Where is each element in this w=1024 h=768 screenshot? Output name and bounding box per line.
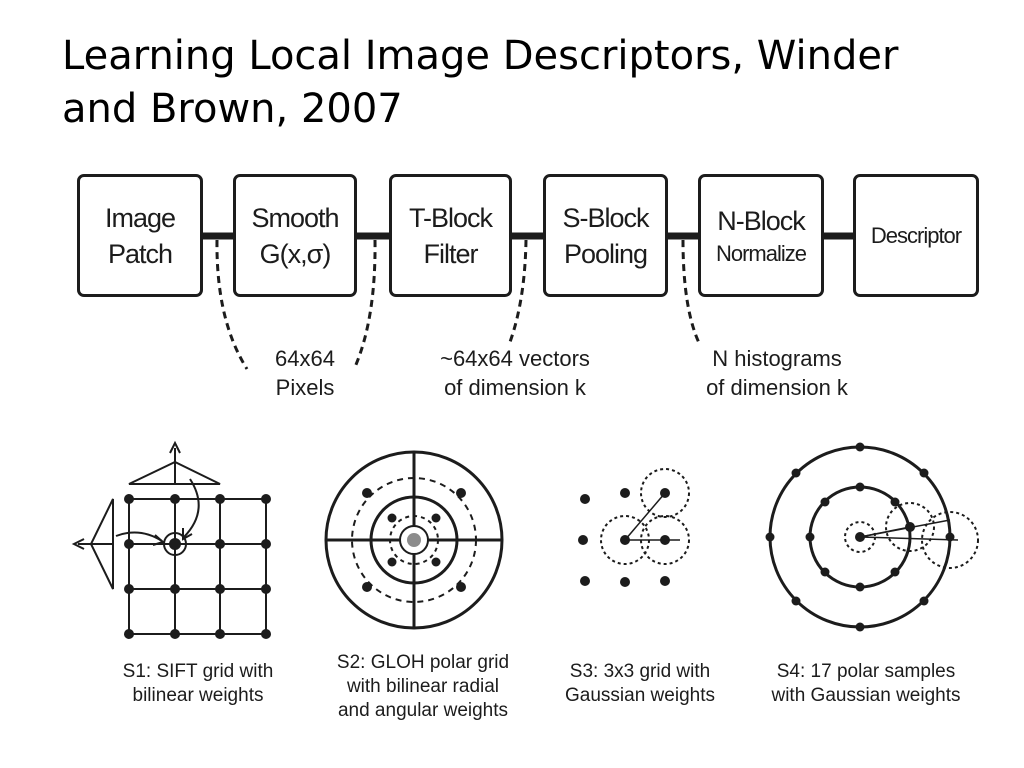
leader-vectors bbox=[508, 239, 528, 343]
block-n-block-normalize: N-Block Normalize bbox=[698, 174, 824, 297]
block-s-block-line-1: S-Block bbox=[562, 202, 649, 233]
slide-title-line-1: Learning Local Image Descriptors, Winder bbox=[62, 33, 899, 79]
block-n-block-line-1: N-Block bbox=[717, 205, 806, 236]
annotation-pixels: 64x64 Pixels bbox=[240, 344, 370, 402]
leader-pixels-left bbox=[215, 239, 249, 370]
annotation-pixels-line-2: Pixels bbox=[275, 375, 335, 400]
block-image-patch-line-1: Image bbox=[104, 202, 176, 233]
block-t-block-filter: T-Block Filter bbox=[389, 174, 512, 297]
annotation-vectors-line-1: ~64x64 vectors bbox=[440, 346, 590, 371]
slide-title: Learning Local Image Descriptors, Winder… bbox=[62, 30, 982, 136]
leader-pixels-right bbox=[353, 239, 377, 368]
block-t-block-line-2: Filter bbox=[423, 238, 479, 269]
s1-sift-grid-figure bbox=[71, 440, 271, 639]
s3-gaussian-grid-figure bbox=[578, 468, 690, 587]
block-s-block-line-2: Pooling bbox=[563, 238, 648, 269]
caption-s4: S4: 17 polar samples with Gaussian weigh… bbox=[748, 660, 984, 708]
caption-s1: S1: SIFT grid with bilinear weights bbox=[100, 660, 296, 708]
caption-s4-line-1: S4: 17 polar samples bbox=[776, 661, 956, 682]
s4-polar-samples-figure bbox=[765, 442, 979, 632]
caption-s2-line-1: S2: GLOH polar grid bbox=[336, 652, 510, 673]
s2-gloh-polar-figure bbox=[324, 450, 504, 630]
caption-s1-line-1: S1: SIFT grid with bbox=[122, 661, 274, 682]
block-image-patch-line-2: Patch bbox=[107, 238, 173, 269]
caption-s3: S3: 3x3 grid with Gaussian weights bbox=[544, 660, 736, 708]
block-smooth-line-1: Smooth bbox=[251, 202, 339, 233]
block-image-patch: Image Patch bbox=[77, 174, 203, 297]
caption-s3-line-2: Gaussian weights bbox=[565, 685, 715, 706]
caption-s2: S2: GLOH polar grid with bilinear radial… bbox=[318, 651, 528, 723]
annotation-leaders bbox=[215, 239, 702, 370]
annotation-histograms-line-1: N histograms bbox=[712, 346, 842, 371]
block-t-block-line-1: T-Block bbox=[408, 202, 493, 233]
caption-s3-line-1: S3: 3x3 grid with bbox=[569, 661, 711, 682]
block-descriptor: Descriptor bbox=[853, 174, 979, 297]
leader-histograms bbox=[681, 239, 702, 346]
block-descriptor-label: Descriptor bbox=[870, 222, 962, 248]
caption-s4-line-2: with Gaussian weights bbox=[771, 685, 961, 706]
block-n-block-line-2: Normalize bbox=[715, 240, 807, 266]
caption-s2-line-2: with bilinear radial bbox=[346, 676, 500, 697]
caption-s2-line-3: and angular weights bbox=[337, 700, 509, 721]
block-smooth-line-2: G(x,σ) bbox=[259, 238, 332, 269]
annotation-vectors-line-2: of dimension k bbox=[444, 375, 586, 400]
caption-s1-line-2: bilinear weights bbox=[132, 685, 264, 706]
block-s-block-pooling: S-Block Pooling bbox=[543, 174, 668, 297]
annotation-vectors: ~64x64 vectors of dimension k bbox=[415, 344, 615, 402]
annotation-histograms: N histograms of dimension k bbox=[677, 344, 877, 402]
slide-title-line-2: and Brown, 2007 bbox=[62, 86, 403, 132]
annotation-histograms-line-2: of dimension k bbox=[706, 375, 848, 400]
annotation-pixels-line-1: 64x64 bbox=[275, 346, 335, 371]
block-smooth: Smooth G(x,σ) bbox=[233, 174, 357, 297]
